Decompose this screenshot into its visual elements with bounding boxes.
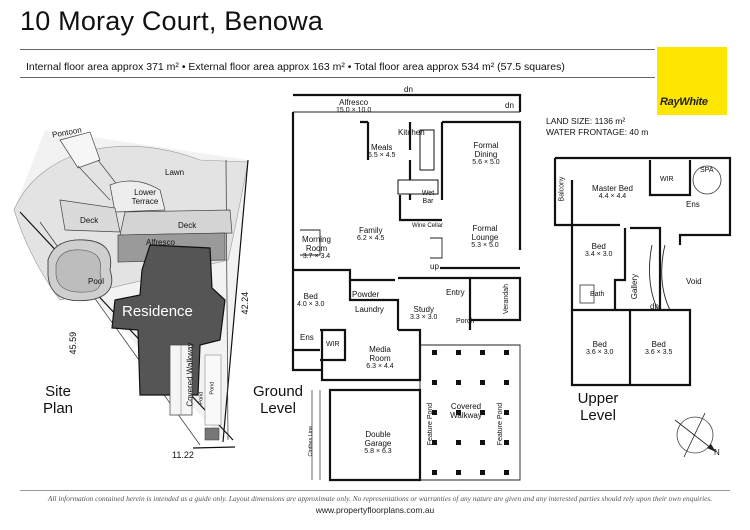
label-pool: Pool [88, 277, 105, 286]
caption-site-plan: Site Plan [42, 383, 74, 418]
mark-up: up [430, 262, 439, 271]
website-link[interactable]: www.propertyfloorplans.com.au [315, 505, 435, 515]
room-master-ens: Ens [686, 200, 700, 209]
brand-name: RayWhite [660, 96, 708, 108]
room-laundry: Laundry [355, 305, 384, 314]
room-entry: Entry [446, 288, 465, 297]
room-spa: SPA [700, 167, 714, 174]
room-master-wir: WIR [660, 176, 674, 183]
room-kitchen: Kitchen [398, 128, 425, 137]
room-bath: Bath [590, 291, 605, 298]
disclaimer: All information contained herein is inte… [47, 494, 713, 503]
water-frontage: WATER FRONTAGE: 40 m [546, 127, 649, 137]
caption-upper-level: Upper Level [577, 390, 619, 425]
room-wir: WIR [326, 341, 340, 348]
dim-right: 42.24 [240, 291, 251, 315]
dim-bottom: 11.22 [172, 450, 194, 460]
label-residence: Residence [122, 303, 193, 320]
divider [20, 77, 655, 78]
room-wine-cellar: Wine Cellar [412, 223, 444, 229]
feature-pond: Feature Pond [427, 402, 435, 446]
mark-dn-2: dn [505, 101, 514, 110]
label-pond: Pond [198, 391, 205, 405]
brand-logo: RayWhite [657, 47, 727, 115]
room-powder: Powder [352, 290, 380, 299]
room-gallery: Gallery [630, 273, 640, 300]
label-pond-2: Pond [209, 381, 216, 395]
floor-area-summary: Internal floor area approx 371 m² • Exte… [26, 61, 565, 73]
compass-rose [674, 412, 717, 458]
compass-north-label: N [714, 448, 720, 457]
room-covered-walkway: Covered Walkway [450, 402, 482, 421]
label-deck-2: Deck [178, 221, 197, 230]
page-title: 10 Moray Court, Benowa [20, 6, 324, 36]
room-wet-bar: Wet Bar [421, 190, 435, 206]
mark-dn-upper: dn [650, 302, 659, 311]
divider [20, 49, 655, 50]
site-plan-drawing [13, 130, 249, 449]
land-size: LAND SIZE: 1136 m² [546, 116, 626, 126]
dim-left: 45.59 [68, 331, 79, 355]
room-porch: Porch [456, 318, 475, 325]
label-lawn: Lawn [165, 168, 185, 177]
caption-ground-level: Ground Level [252, 383, 304, 418]
divider [20, 490, 730, 491]
room-void: Void [686, 277, 702, 286]
upper-level-drawing [553, 156, 732, 387]
label-lower-terrace: Lower Terrace [131, 188, 159, 207]
feature-pond-2: Feature Pond [497, 402, 505, 446]
label-deck: Deck [80, 216, 99, 225]
mark-dn: dn [404, 85, 413, 94]
room-balcony: Balcony [558, 176, 566, 202]
ground-level-drawing [291, 93, 522, 482]
label-covered-walkway: Covered Walkway [185, 342, 195, 407]
clothes-line: Clothes Line [308, 425, 315, 457]
room-verandah: Verandah [502, 284, 510, 315]
room-ens: Ens [300, 333, 314, 342]
label-alfresco: Alfresco [146, 238, 175, 247]
